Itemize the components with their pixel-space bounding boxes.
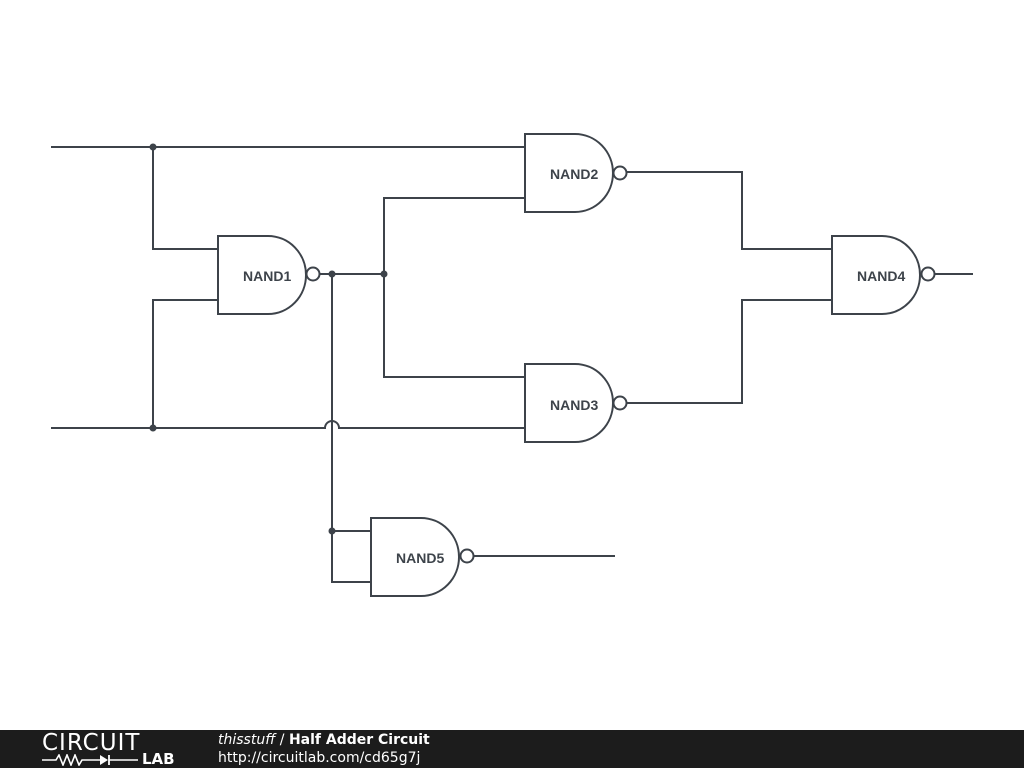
- wire-n1-to-nand2: [383, 197, 526, 275]
- circuit-title-line: thisstuff / Half Adder Circuit: [218, 731, 430, 749]
- inversion-bubble: [459, 548, 475, 564]
- nand-gate[interactable]: NAND4: [831, 235, 936, 315]
- gate-label: NAND4: [857, 268, 905, 284]
- wires: [51, 146, 973, 583]
- wire-input-b: [51, 420, 526, 429]
- logo-wordmark: CIRCUIT: [42, 730, 141, 756]
- nand-gate-body: [831, 235, 921, 315]
- nand-gate-body: [370, 517, 460, 597]
- inversion-bubble: [920, 266, 936, 282]
- nand-gate[interactable]: NAND1: [217, 235, 321, 315]
- circuit-schematic: NAND1 NAND2 NAND3 NAND4 NAND5: [51, 133, 973, 597]
- author-link[interactable]: thisstuff: [218, 732, 276, 748]
- wire-a-to-nand1: [152, 146, 219, 250]
- gate-label: NAND2: [550, 166, 598, 182]
- wire-n1-to-nand5: [331, 273, 372, 532]
- junction-dot: [380, 270, 388, 278]
- nand-gate[interactable]: NAND3: [524, 363, 628, 443]
- inversion-bubble: [612, 165, 628, 181]
- junction-dot: [328, 527, 336, 535]
- gate-label: NAND1: [243, 268, 291, 284]
- nand-gate-body: [524, 133, 614, 213]
- inversion-bubble: [612, 395, 628, 411]
- footer-bar: CIRCUIT LAB thisstuff / Half Adder Circu…: [0, 730, 1024, 768]
- nand-gate[interactable]: NAND5: [370, 517, 475, 597]
- gate-label: NAND3: [550, 397, 598, 413]
- wire-nand2-out: [627, 171, 833, 250]
- nand-gate[interactable]: NAND2: [524, 133, 628, 213]
- wire-nand3-out: [627, 299, 833, 404]
- nand-gate-body: [524, 363, 614, 443]
- inversion-bubble: [305, 266, 321, 282]
- circuit-title: Half Adder Circuit: [288, 732, 430, 748]
- circuit-url-link[interactable]: http://circuitlab.com/cd65g7j: [218, 750, 421, 766]
- wire-n1-to-nand3: [383, 273, 526, 378]
- resistor-diode-icon: [42, 754, 138, 766]
- junction-dot: [149, 424, 157, 432]
- gate-label: NAND5: [396, 550, 444, 566]
- nand-gate-body: [217, 235, 307, 315]
- circuitlab-logo[interactable]: CIRCUIT LAB: [42, 730, 182, 768]
- logo-lab-text: LAB: [142, 750, 175, 768]
- junction-dot: [149, 143, 157, 151]
- junction-dot: [328, 270, 336, 278]
- wire-b-to-nand1: [152, 299, 219, 429]
- junctions: [149, 143, 388, 535]
- wire-nand5-tied-input: [331, 530, 372, 583]
- title-separator: /: [275, 732, 289, 748]
